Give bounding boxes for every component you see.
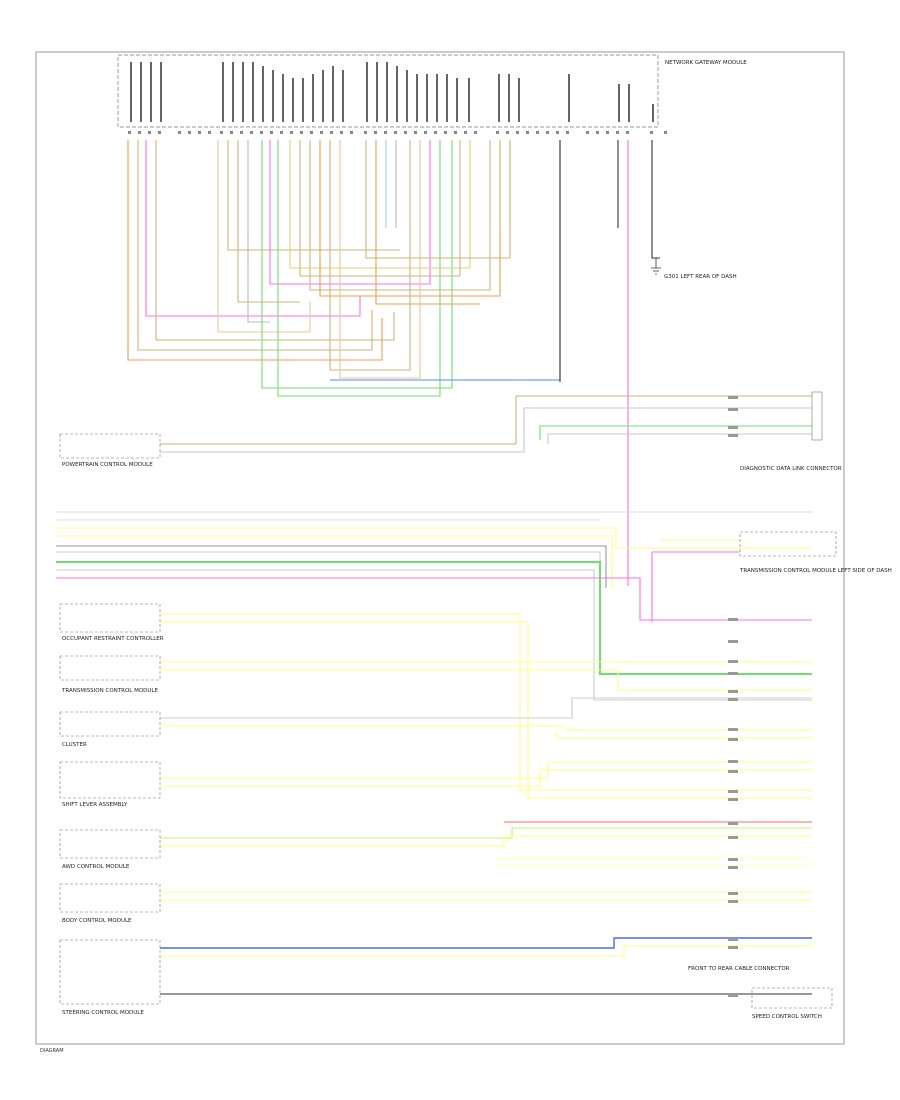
wire-tan-3	[217, 140, 311, 333]
wire-tan-10	[365, 140, 511, 259]
wire-tan-6	[299, 140, 461, 277]
wire-gray-cl-1	[160, 697, 812, 719]
component-label: TRANSMISSION CONTROL MODULE LEFT SIDE OF…	[739, 568, 892, 574]
wire-blue-1	[330, 140, 561, 381]
wire-pink-tcm	[651, 551, 740, 622]
wire-yellow-orc-1	[160, 613, 812, 791]
wire-yellow-orc-2	[160, 621, 812, 799]
wire-tan-7	[309, 140, 491, 291]
wire-pink-2	[269, 140, 431, 285]
wire-yellow-st-2	[160, 945, 812, 957]
wire-yellow-1	[289, 140, 471, 269]
wire-tan-9	[339, 140, 421, 379]
wire-bundle-gray-4	[56, 569, 812, 701]
wire-pink-1	[145, 140, 361, 317]
component-label: FRONT TO REAR CABLE CONNECTOR	[688, 966, 790, 972]
component-occupant: OCCUPANT RESTRAINT CONTROLLER	[59, 603, 164, 642]
component-steering: STEERING CONTROL MODULE	[59, 939, 161, 1016]
wire-orange-1	[127, 140, 383, 361]
wire-bundle-green-1	[56, 561, 812, 675]
component-speed-switch: SPEED CONTROL SWITCH	[751, 987, 833, 1020]
wire-bundle-pink-1	[56, 577, 812, 621]
wire-tan-4	[227, 140, 400, 251]
diagram-footnote: DIAGRAM	[40, 1048, 64, 1054]
wire-dark-3	[651, 140, 660, 259]
wire-yellow-cl-2	[160, 725, 812, 731]
component-awd: AWD CONTROL MODULE	[59, 829, 161, 870]
component-label: AWD CONTROL MODULE	[62, 864, 130, 870]
wire-gray-1	[247, 140, 270, 323]
component-shifter: SHIFT LEVER ASSEMBLY	[59, 761, 161, 808]
gateway-pin-labels	[130, 62, 654, 122]
wire-bundle-dark-1	[56, 545, 607, 588]
component-body: BODY CONTROL MODULE	[59, 883, 161, 924]
component-cluster: CLUSTER	[59, 711, 161, 748]
component-diag-connector: DIAGNOSTIC DATA LINK CONNECTOR	[740, 391, 842, 472]
wires	[56, 140, 812, 995]
wire-tan-8	[329, 140, 411, 371]
gateway-module-label: NETWORK GATEWAY MODULE	[665, 60, 747, 66]
component-tmpm: TRANSMISSION CONTROL MODULE LEFT SIDE OF…	[739, 531, 892, 574]
diagram-frame	[35, 51, 845, 1045]
wire-gray-pcm-2	[160, 407, 812, 453]
component-label: SPEED CONTROL SWITCH	[752, 1014, 822, 1020]
component-label: TRANSMISSION CONTROL MODULE	[61, 688, 158, 694]
wire-yellow-awd-2	[160, 835, 812, 847]
wire-green-awd-1	[160, 827, 812, 839]
component-label: BODY CONTROL MODULE	[62, 918, 132, 924]
component-label: CLUSTER	[62, 742, 87, 748]
wire-tan-pcm-1	[160, 395, 812, 445]
gateway-pin-numbers	[128, 131, 667, 134]
wire-yellow-sh-2	[160, 769, 812, 787]
component-front-connector: FRONT TO REAR CABLE CONNECTOR	[688, 966, 790, 972]
wire-yellow-cl-3	[555, 730, 812, 739]
wire-tan-2	[155, 140, 395, 341]
wire-bundle-yellow-2	[56, 535, 613, 588]
component-label: POWERTRAIN CONTROL MODULE	[62, 462, 153, 468]
component-tcm: TRANSMISSION CONTROL MODULE	[59, 655, 161, 694]
component-label: DIAGNOSTIC DATA LINK CONNECTOR	[740, 466, 842, 472]
wire-orange-3	[375, 140, 480, 305]
wire-green-1	[261, 140, 453, 389]
wire-green-pcm-3	[539, 425, 812, 440]
component-label: OCCUPANT RESTRAINT CONTROLLER	[62, 636, 164, 642]
wire-blue-st-1	[160, 937, 812, 949]
wire-yellow-tcm-2	[160, 669, 812, 691]
component-powertrain: POWERTRAIN CONTROL MODULE	[59, 433, 161, 468]
ground-symbol: G301 LEFT REAR OF DASH	[651, 258, 737, 280]
right-terminals	[728, 396, 738, 997]
gateway-module: NETWORK GATEWAY MODULE	[117, 54, 747, 134]
wire-tan-1	[137, 140, 373, 351]
wire-tan-5	[237, 140, 300, 303]
wire-bundle-yellow-1	[56, 527, 812, 549]
component-label: STEERING CONTROL MODULE	[62, 1010, 144, 1016]
component-label: SHIFT LEVER ASSEMBLY	[62, 802, 128, 808]
ground-note: G301 LEFT REAR OF DASH	[664, 274, 737, 280]
wire-gray-pcm-4	[547, 433, 812, 444]
